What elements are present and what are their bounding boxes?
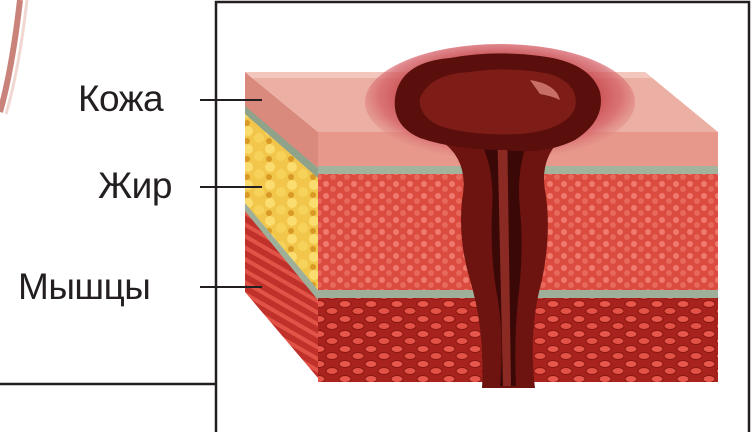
muscle-label: Мышцы [18, 268, 150, 305]
skin-label: Кожа [78, 80, 163, 117]
tissue-block [245, 44, 718, 388]
fat-label: Жир [98, 167, 172, 204]
wound-entry-inner [420, 69, 576, 134]
